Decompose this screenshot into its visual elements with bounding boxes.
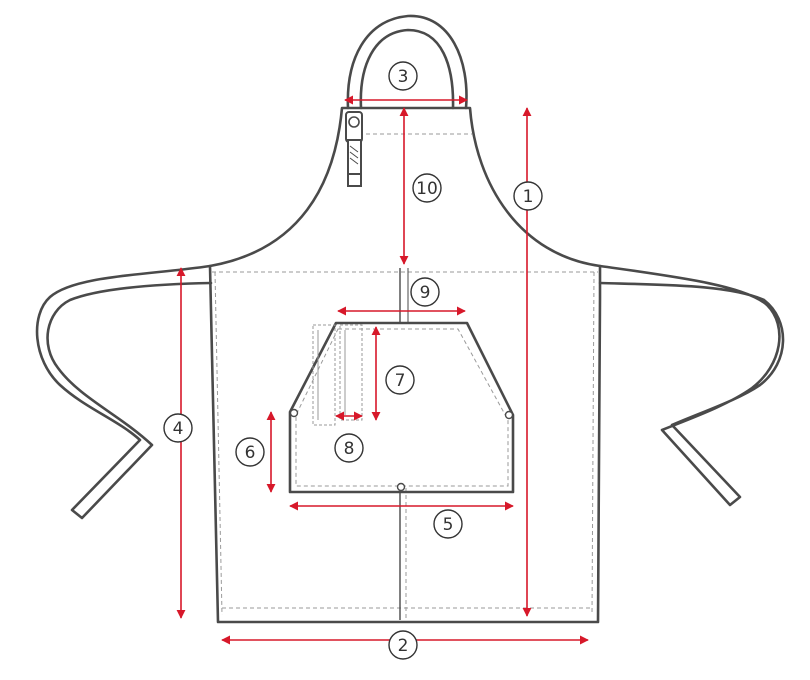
strap-adjuster-icon [345, 111, 363, 187]
callout-circle [334, 433, 364, 463]
front-pocket [288, 321, 515, 494]
callout-5: 5 [433, 509, 463, 539]
pen-pocket-left [312, 324, 336, 426]
callout-7: 7 [385, 365, 415, 395]
left-side-stitch [214, 271, 223, 616]
callout-label: 7 [395, 371, 406, 391]
callout-2: 2 [388, 630, 418, 660]
pen-pocket-right [339, 324, 363, 421]
callout-label: 3 [398, 67, 409, 87]
callout-circle [235, 437, 265, 467]
callout-label: 5 [443, 515, 454, 535]
callout-8: 8 [334, 433, 364, 463]
callout-circle [388, 630, 418, 660]
callout-3: 3 [388, 61, 418, 91]
front-pocket-stitch [295, 328, 509, 487]
callout-circle [433, 509, 463, 539]
callout-10: 10 [412, 173, 442, 203]
callout-circle [163, 413, 193, 443]
callout-circle [385, 365, 415, 395]
callout-1: 1 [513, 181, 543, 211]
callout-label: 2 [398, 636, 409, 656]
callout-label: 6 [245, 443, 256, 463]
callout-circle [412, 173, 442, 203]
rivet-left [289, 408, 299, 418]
neck-strap [346, 14, 468, 110]
callout-6: 6 [235, 437, 265, 467]
neck-strap-inner [359, 28, 455, 110]
rivet-bottom [396, 482, 406, 492]
right-waist-tie [598, 264, 785, 507]
left-waist-tie [35, 264, 213, 520]
callout-group: 1 2 3 4 5 6 7 8 9 10 [163, 61, 543, 660]
apron-body [208, 106, 602, 624]
callout-circle [410, 277, 440, 307]
callout-label: 1 [523, 187, 534, 207]
rivet-right [504, 410, 514, 420]
callout-label: 9 [420, 283, 431, 303]
callout-label: 4 [173, 419, 184, 439]
callout-label: 8 [344, 439, 355, 459]
callout-9: 9 [410, 277, 440, 307]
callout-circle [388, 61, 418, 91]
callout-4: 4 [163, 413, 193, 443]
right-side-stitch [591, 271, 595, 616]
callout-label: 10 [416, 179, 438, 199]
callout-circle [513, 181, 543, 211]
